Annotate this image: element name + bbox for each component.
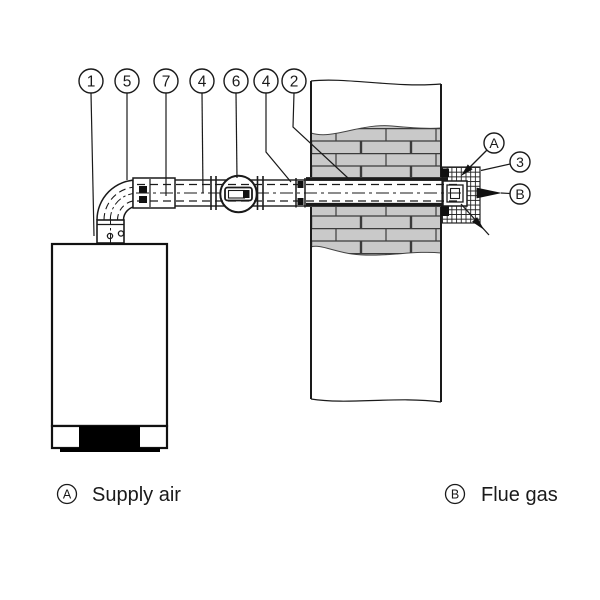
legend: A Supply air B Flue gas [56,483,558,506]
callout-7-label: 7 [162,74,171,91]
callout-6: 6 [223,68,249,94]
elbow-outer-arc [96,179,138,221]
callout-1: 1 [78,68,104,94]
callout-3-label: 3 [516,154,524,170]
wall-bottom-break-line [310,398,442,403]
inspection-latch [243,190,250,198]
callout-4b: 4 [253,68,279,94]
legend-symbol-B: B [451,487,459,501]
elbow-dashed-arc-inner [116,199,138,221]
flue-gas-arrow [476,187,511,199]
terminal-clamp-top [441,168,449,177]
leader-4a [201,92,204,194]
callout-1-label: 1 [87,74,96,91]
coupling-clamp-bottom [139,196,147,203]
callout-B-label: B [515,186,524,202]
callout-A-label: A [489,135,499,151]
flue-pipe [96,166,481,259]
leader-6 [235,92,238,179]
terminal-pipe-end-core [449,187,461,200]
supply-air-arrow-bottom [460,203,490,236]
supply-air-arrowhead-bottom [472,217,484,230]
leader-3 [480,163,511,172]
leader-1 [90,92,95,237]
legend-label-flue-gas: Flue gas [481,484,558,506]
boiler-base-grille [79,426,140,448]
callout-7: 7 [153,68,179,94]
legend-supply-air: A Supply air [56,483,181,506]
top-callouts: 1 5 7 4 6 4 2 [78,68,349,237]
callout-6-label: 6 [232,74,241,91]
callout-2: 2 [281,68,307,94]
wall-top-break-line [310,79,442,86]
flue-gas-arrowhead [476,187,502,199]
legend-symbol-B-circle [444,483,466,505]
right-callouts: A 3 B [460,132,531,236]
callout-B: B [509,183,531,205]
terminal-pipe-end-mid [446,184,464,203]
boiler-casing [50,242,169,428]
leader-2 [292,92,349,179]
collar-bolt-right [117,230,125,237]
callout-5-label: 5 [123,74,132,91]
legend-flue-gas: B Flue gas [444,483,558,506]
legend-symbol-A: A [63,487,72,501]
elbow-dashed-arc-outer [103,186,138,221]
legend-label-supply-air: Supply air [92,484,181,506]
callout-4b-label: 4 [262,74,271,91]
legend-symbol-A-circle [56,483,78,505]
supply-air-arrow-top [461,149,488,176]
callout-2-label: 2 [290,74,299,91]
callout-A: A [483,132,505,154]
callout-4a-label: 4 [198,74,207,91]
terminal-clamp-bottom [441,206,449,216]
callout-5: 5 [114,68,140,94]
leader-4b [265,93,292,183]
inspection-sight-glass-inner [227,189,246,199]
supply-air-arrowhead-top [461,164,473,176]
leader-lines [90,92,349,237]
callout-3: 3 [509,151,531,173]
wall [310,79,442,403]
boiler [50,242,169,452]
callout-4a: 4 [189,68,215,94]
coupling-clamp-top [139,186,147,193]
boiler-base-shadow [60,448,160,452]
